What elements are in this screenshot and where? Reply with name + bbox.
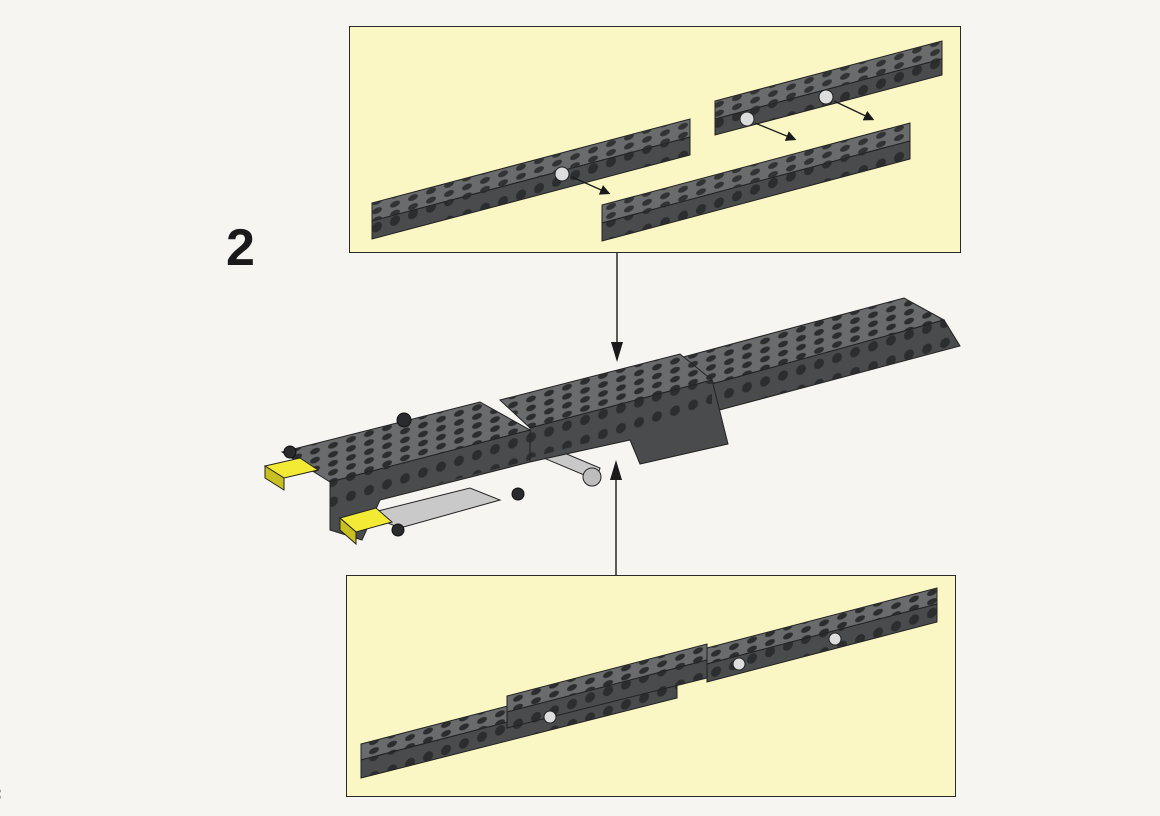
sub-assembly-illustration-bottom	[360, 587, 938, 779]
technic-beam-left	[371, 118, 691, 240]
steering-hubs	[283, 412, 525, 537]
arrow-down-icon	[611, 253, 623, 362]
assembly-arrows	[571, 100, 875, 195]
technic-beam-right-lower	[601, 122, 911, 242]
chassis-center-section	[498, 353, 729, 465]
sub-assembly-illustration-top	[371, 40, 943, 242]
chassis-rear-section	[670, 297, 961, 413]
yellow-plates	[263, 457, 394, 546]
sub-assembly-panel-top	[349, 26, 961, 253]
technic-pin-icon	[554, 89, 834, 182]
technic-beam-upper-right	[706, 587, 938, 683]
arrow-up-icon	[610, 460, 622, 575]
chassis-front-section	[280, 401, 532, 541]
sub-assembly-panel-bottom	[346, 575, 956, 797]
technic-pin-icon	[543, 632, 842, 724]
technic-beam-middle	[506, 643, 708, 729]
step-number: 2	[226, 219, 255, 277]
